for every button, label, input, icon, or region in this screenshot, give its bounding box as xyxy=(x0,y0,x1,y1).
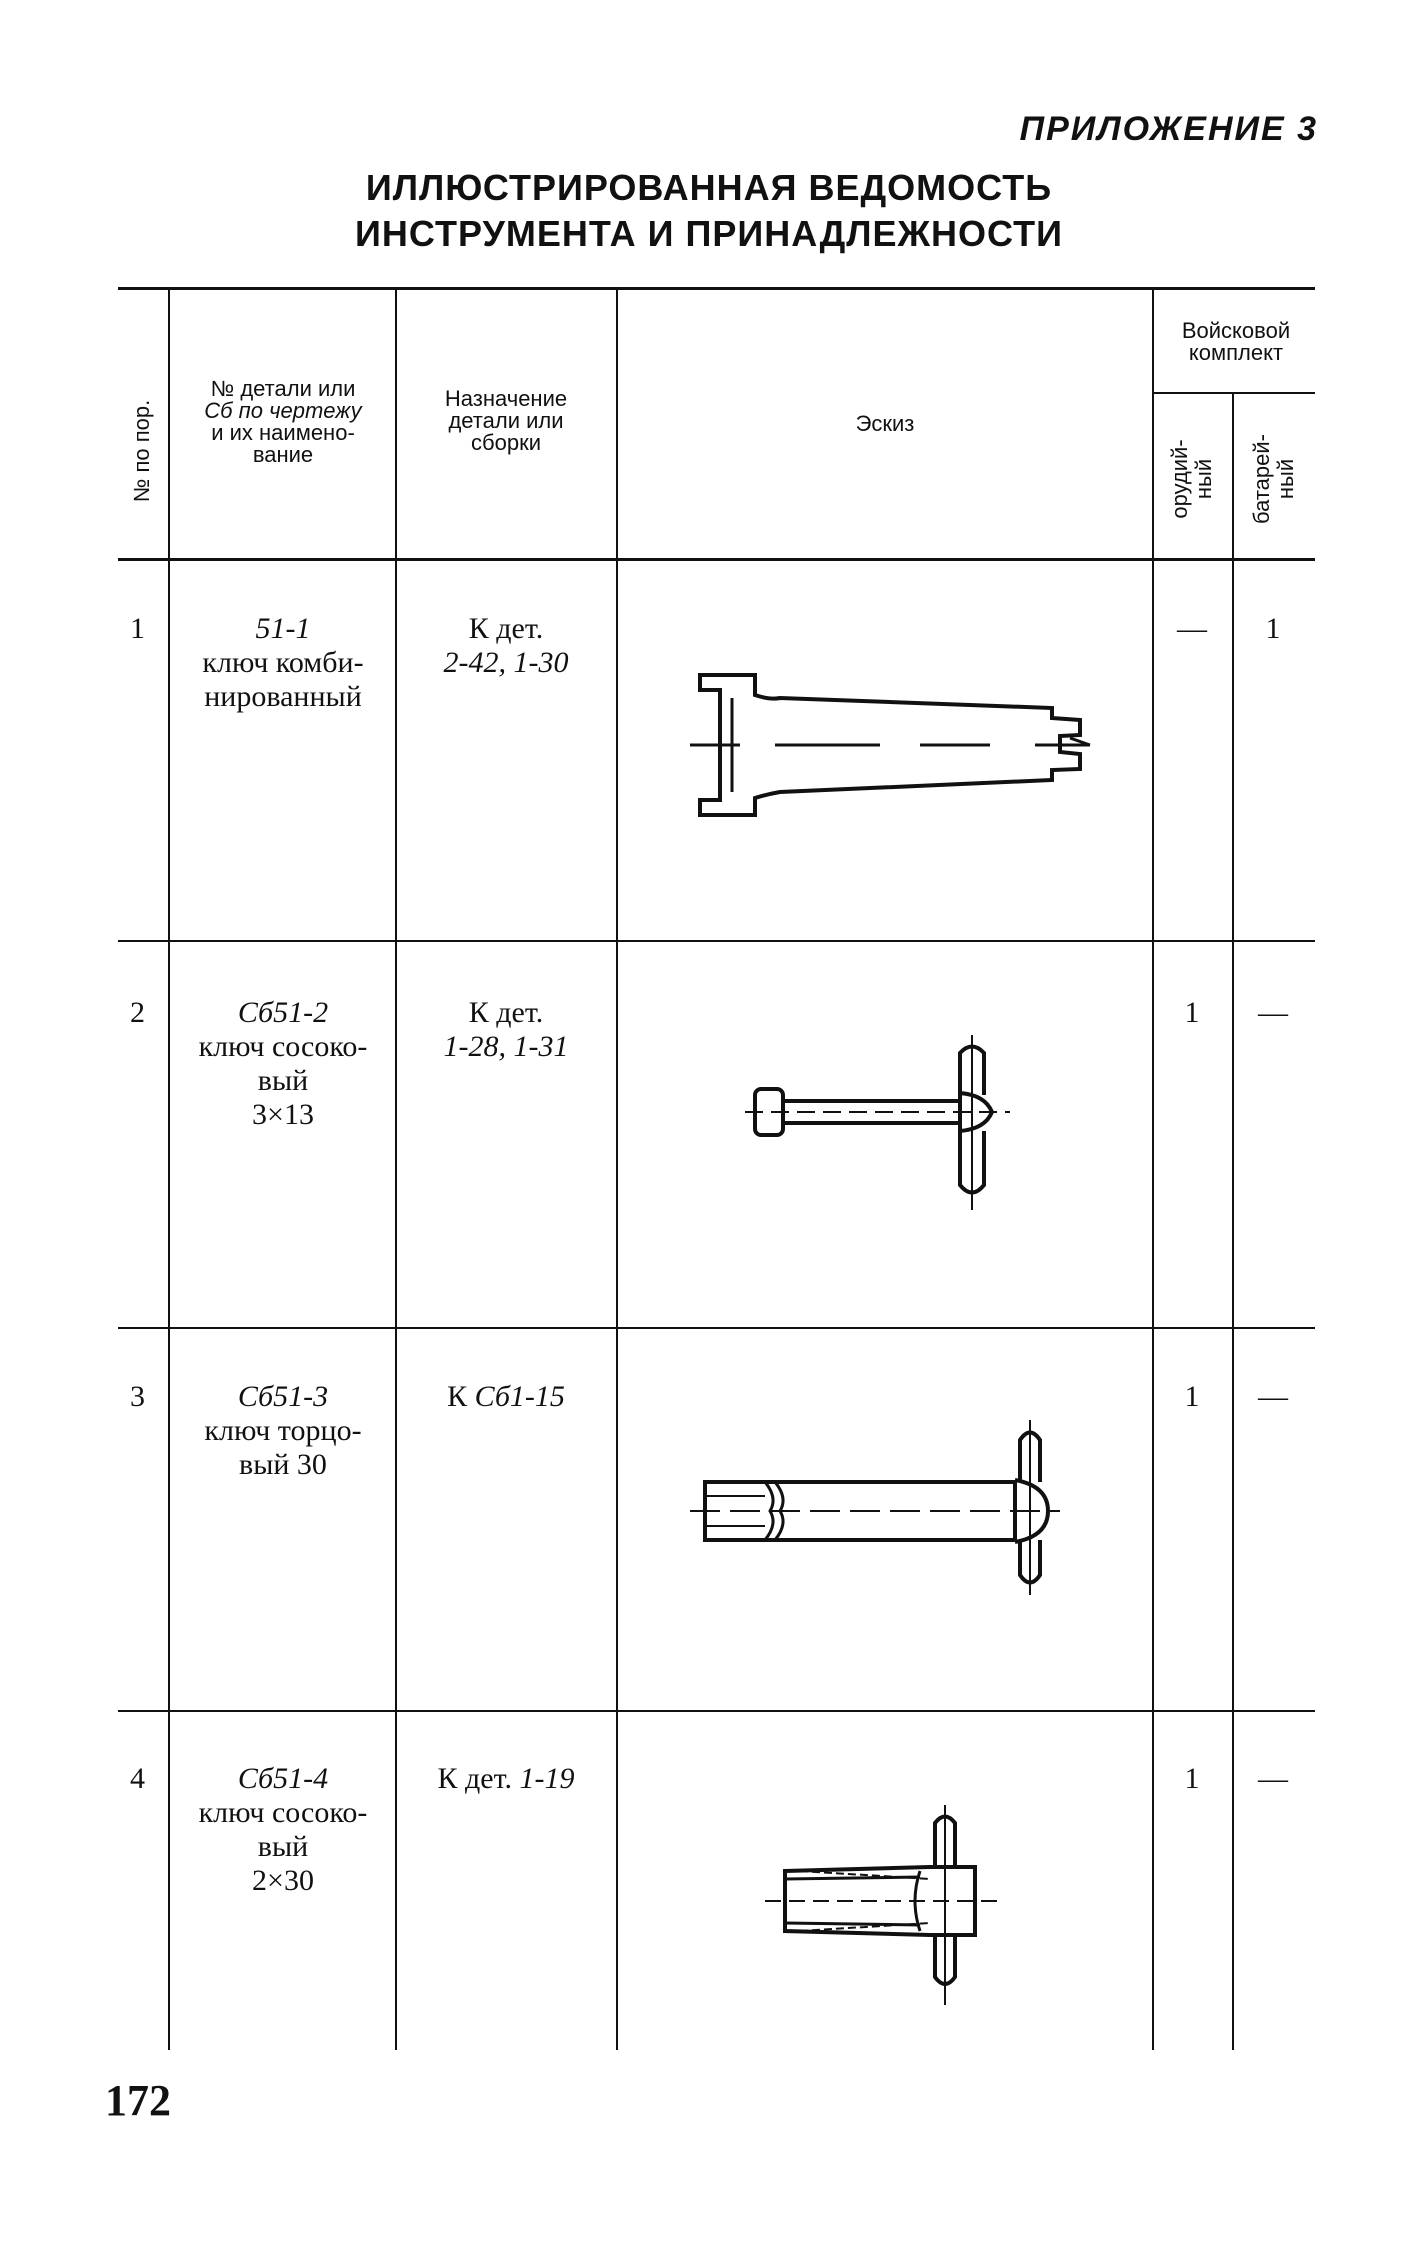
row-4-purpose: К дет. 1-19 xyxy=(437,1762,575,1795)
col-rule-3 xyxy=(616,290,618,2050)
row-4-num: 4 xyxy=(130,1762,145,1795)
header-part: № детали или Сб по чертежу и их наимено-… xyxy=(204,376,362,467)
row-1-part: 51-1 ключ комби- нированный xyxy=(202,612,364,713)
row-1-gun: — xyxy=(1177,612,1207,645)
row-1-purpose: К дет. 2-42, 1-30 xyxy=(443,612,569,679)
header-battery: батарей- ный xyxy=(1249,434,1298,524)
combined-wrench-sketch xyxy=(690,673,1091,817)
row-3-gun: 1 xyxy=(1184,1380,1200,1413)
row-3-part: Сб51-3 ключ торцо- вый 30 xyxy=(204,1380,362,1481)
box-wrench-30-sketch xyxy=(690,1420,1060,1595)
row-2-num: 2 xyxy=(130,996,145,1029)
row-2-gun: 1 xyxy=(1184,996,1200,1029)
row-2-purpose: К дет. 1-28, 1-31 xyxy=(443,996,569,1063)
page-number: 172 xyxy=(105,2076,171,2125)
header-num: № по пор. xyxy=(129,399,154,503)
title-line-2: ИНСТРУМЕНТА И ПРИНАДЛЕЖНОСТИ xyxy=(354,213,1063,254)
row-rule-1 xyxy=(118,940,1315,942)
header-kit: Войсковой комплект xyxy=(1181,318,1291,365)
col-rule-2 xyxy=(395,290,397,2050)
table-top-rule xyxy=(118,287,1315,290)
row-3-battery: — xyxy=(1258,1380,1288,1413)
row-1-battery: 1 xyxy=(1265,612,1281,645)
row-4-battery: — xyxy=(1258,1762,1288,1795)
col-rule-4 xyxy=(1152,290,1154,2050)
page-title: ИЛЛЮСТРИРОВАННАЯ ВЕДОМОСТЬ ИНСТРУМЕНТА И… xyxy=(0,165,1418,257)
header-gun: орудий- ный xyxy=(1167,439,1216,519)
row-4-part: Сб51-4 ключ сосоко- вый 2×30 xyxy=(198,1762,368,1897)
kit-subheader-rule xyxy=(1152,392,1315,394)
row-4-gun: 1 xyxy=(1184,1762,1200,1795)
appendix-label: ПРИЛОЖЕНИЕ 3 xyxy=(1019,110,1318,148)
header-sketch: Эскиз xyxy=(855,411,915,436)
row-rule-3 xyxy=(118,1710,1315,1712)
header-purpose: Назначение детали или сборки xyxy=(444,386,568,455)
socket-wrench-3x13-sketch xyxy=(745,1035,1010,1210)
row-2-part: Сб51-2 ключ сосоко- вый 3×13 xyxy=(198,996,368,1131)
row-3-purpose: К Сб1-15 xyxy=(447,1380,565,1413)
col-rule-1 xyxy=(168,290,170,2050)
header-bottom-rule xyxy=(118,558,1315,561)
col-rule-5 xyxy=(1232,394,1234,2050)
title-line-1: ИЛЛЮСТРИРОВАННАЯ ВЕДОМОСТЬ xyxy=(365,167,1053,208)
row-1-num: 1 xyxy=(130,612,145,645)
row-rule-2 xyxy=(118,1327,1315,1329)
row-2-battery: — xyxy=(1258,996,1288,1029)
socket-wrench-2x30-sketch xyxy=(765,1805,1000,2005)
row-3-num: 3 xyxy=(130,1380,145,1413)
